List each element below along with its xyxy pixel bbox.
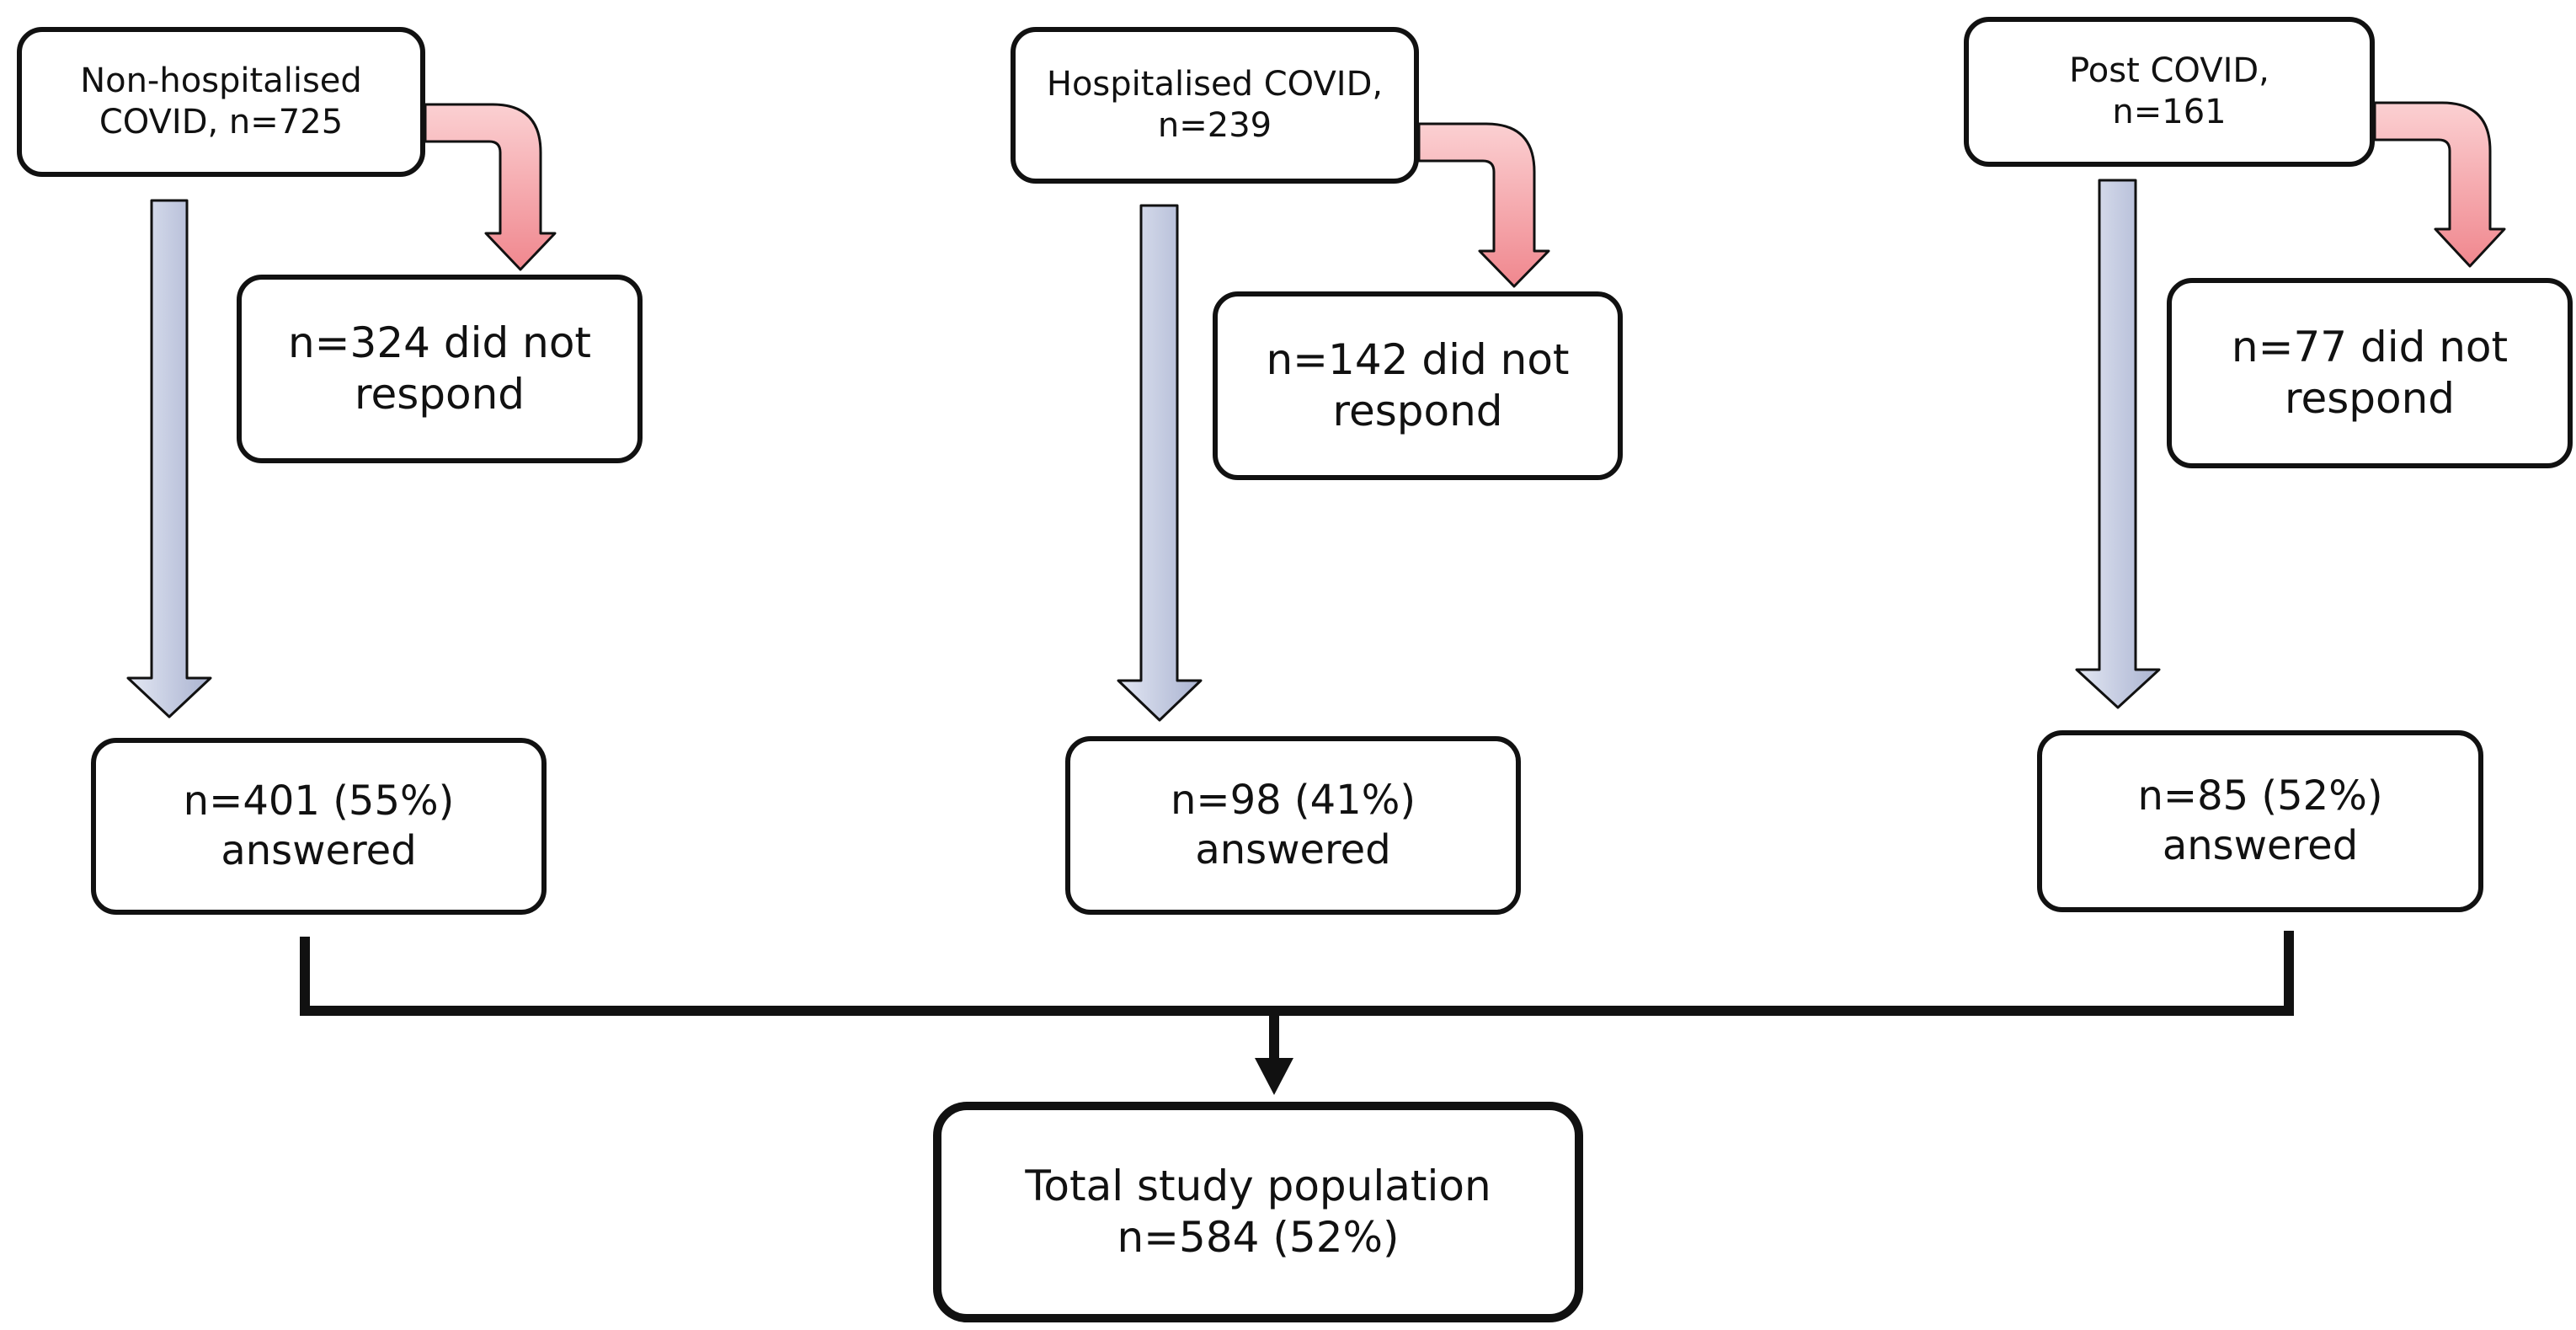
source-box-label-line2: n=161 [2112,93,2227,131]
answered-box-label-line1: n=401 (55%) [183,777,455,825]
answered-box-label-line2: answered [1195,826,1391,873]
source-box-label-line1: Non-hospitalised [80,61,362,101]
answered-box-non-hospitalised: n=401 (55%) answered [91,738,547,915]
answered-box-label-line2: answered [221,827,417,874]
merge-bracket [300,931,2294,1016]
total-box-label-line1: Total study population [1025,1162,1491,1210]
source-box-label-line2: COVID, n=725 [99,103,344,142]
dropout-box-label-line2: respond [1332,387,1503,435]
flow-arrow-group3 [2075,179,2161,709]
answered-box-post-covid: n=85 (52%) answered [2037,730,2483,912]
total-population-box: Total study population n=584 (52%) [933,1102,1583,1322]
dropout-box-non-hospitalised: n=324 did not respond [237,275,643,463]
answered-box-label-line1: n=98 (41%) [1170,777,1416,825]
dropout-arrow-group3 [2373,101,2506,268]
merge-arrowhead [1255,1058,1293,1095]
total-box-label-line2: n=584 (52%) [1117,1213,1400,1262]
source-box-label-line1: Post COVID, [2069,51,2269,91]
dropout-arrow-group1 [424,103,557,271]
source-box-label-line1: Hospitalised COVID, [1046,65,1384,104]
dropout-box-label-line1: n=77 did not [2231,323,2509,371]
flow-arrow-group1 [126,199,212,718]
source-box-hospitalised: Hospitalised COVID, n=239 [1011,27,1419,184]
dropout-box-post-covid: n=77 did not respond [2167,278,2573,468]
dropout-arrow-group2 [1417,122,1550,288]
source-box-non-hospitalised: Non-hospitalised COVID, n=725 [17,27,425,177]
dropout-box-label-line1: n=324 did not [287,318,592,367]
dropout-box-hospitalised: n=142 did not respond [1213,291,1623,480]
source-box-post-covid: Post COVID, n=161 [1964,17,2375,167]
answered-box-hospitalised: n=98 (41%) answered [1065,736,1521,915]
source-box-label-line2: n=239 [1157,106,1272,145]
dropout-box-label-line2: respond [2284,374,2456,423]
dropout-box-label-line1: n=142 did not [1266,335,1570,384]
flow-arrow-group2 [1117,204,1203,722]
dropout-box-label-line2: respond [354,370,525,419]
answered-box-label-line2: answered [2162,822,2359,869]
answered-box-label-line1: n=85 (52%) [2137,772,2383,820]
